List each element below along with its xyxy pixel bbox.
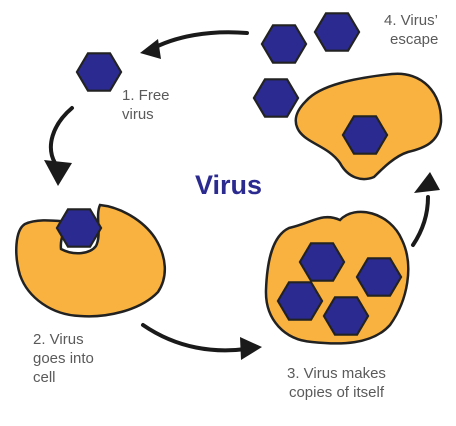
step-3-line-1: 3. Virus makes xyxy=(287,365,386,382)
step-1-line-1: 1. Free xyxy=(122,87,170,104)
cycle-arrow-icon xyxy=(48,106,74,165)
virus-hexagon-icon xyxy=(260,24,308,64)
virus-hexagon-icon xyxy=(322,296,370,336)
step-4-label: 4. Virus’ escape xyxy=(384,11,438,49)
step-2-label: 2. Virus goes into cell xyxy=(33,330,94,387)
step-2-line-3: cell xyxy=(33,369,56,386)
virus-hexagon-icon xyxy=(298,242,346,282)
step-1-label: 1. Free virus xyxy=(122,86,170,124)
step-1-line-2: virus xyxy=(122,106,154,123)
arrowhead-icon xyxy=(140,39,161,59)
virus-hexagon-icon xyxy=(75,52,123,92)
arrowhead-icon xyxy=(240,337,262,360)
virus-hexagon-icon xyxy=(355,257,403,297)
step-4-line-1: 4. Virus’ xyxy=(384,12,438,29)
diagram-title: Virus xyxy=(195,170,263,200)
arrowhead-icon xyxy=(44,160,72,186)
cell-blob-icon xyxy=(15,203,166,318)
step-3-line-2: copies of itself xyxy=(288,384,384,401)
virus-hexagon-icon xyxy=(313,12,361,52)
cycle-arrow-icon xyxy=(411,195,430,247)
virus-hexagon-icon xyxy=(252,78,300,118)
step-3-label: 3. Virus makes copies of itself xyxy=(287,364,386,402)
step-2-line-2: goes into xyxy=(33,350,94,367)
step-4-line-2: escape xyxy=(390,31,439,48)
arrowhead-icon xyxy=(414,172,440,193)
virus-hexagon-icon xyxy=(276,281,324,321)
step-2-line-1: 2. Virus xyxy=(33,331,84,348)
virus-hexagon-icon xyxy=(341,115,389,155)
virus-hexagon-icon xyxy=(55,208,103,248)
cycle-arrow-icon xyxy=(148,30,249,52)
cycle-arrow-icon xyxy=(141,323,248,353)
